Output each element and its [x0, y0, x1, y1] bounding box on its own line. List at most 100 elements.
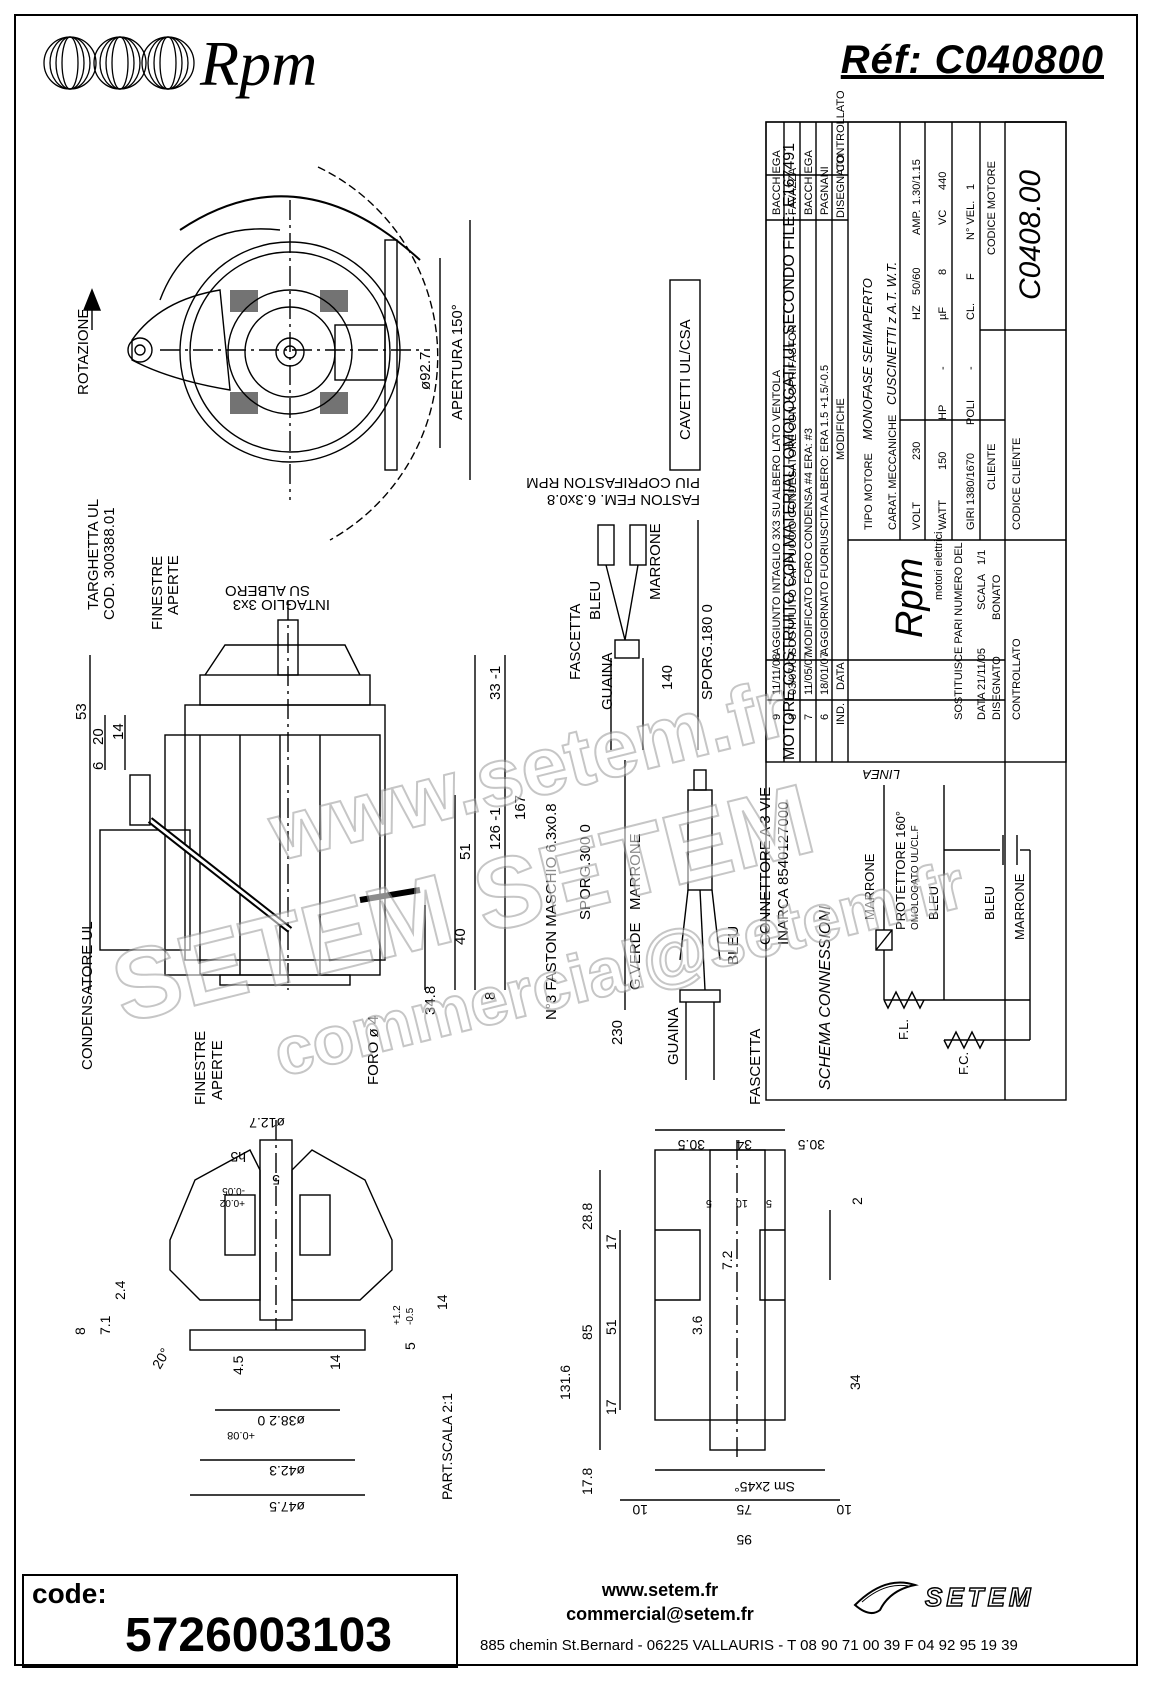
side-dim-8: 40: [452, 928, 469, 945]
spec-poli: -: [965, 366, 977, 370]
side-dim-2: 14: [110, 723, 127, 740]
schema-linea: LINEA: [862, 767, 900, 782]
setem-swoosh-icon: [853, 1581, 919, 1615]
side-dim-4: 33 -1: [487, 666, 504, 700]
codice-motore-label: CODICE MOTORE: [986, 161, 998, 255]
rev-1-by: FAVAZZA: [787, 167, 799, 215]
spec-hp: -: [937, 366, 949, 370]
rev-1-text: SOSTITUITO CAPPUCCIO CONDESATORE CON COP…: [787, 324, 799, 655]
motor-front-view: [82, 166, 471, 541]
cable-top-4: 140: [659, 665, 676, 690]
dr-7: 5: [766, 1197, 772, 1209]
spec-volt: 230: [911, 442, 923, 460]
dl-14: 5: [402, 1342, 418, 1350]
schema-protector: PROTETTORE 160°: [893, 811, 908, 930]
side-dim-6: 167: [512, 795, 529, 820]
reference-number: Réf: C040800: [840, 38, 1104, 82]
email-link[interactable]: commercial@setem.fr: [566, 1604, 754, 1624]
side-label-1: COD. 300388.01: [101, 507, 118, 620]
cable-top-2: FASCETTA: [567, 604, 584, 680]
cable-top-3: GUAINA: [599, 652, 616, 710]
spec-uf: 8: [937, 269, 949, 275]
dr-4: 28.8: [579, 1203, 595, 1230]
dr-15: 34: [847, 1374, 863, 1390]
spec-giri-label: GIRI: [965, 507, 977, 530]
rev-0-by: BACCHIEGA: [771, 150, 783, 215]
rev-header-ind: IND.: [835, 703, 847, 725]
spec-amp: 1.30/1.15: [911, 159, 923, 205]
spec-cl: F: [965, 273, 977, 280]
dr-3: 2: [849, 1197, 865, 1205]
dl-13: -0.5: [405, 1307, 416, 1325]
codice-cliente-label: CODICE CLIENTE: [1011, 438, 1023, 530]
dr-16: 17.8: [579, 1468, 595, 1495]
side-dim-5: 126 -1: [487, 807, 504, 850]
dl-8: 20°: [149, 1345, 173, 1371]
cable-bottom-8: GUAINA: [665, 1007, 682, 1065]
cavetti-label: CAVETTI UL/CSA: [677, 319, 694, 440]
schema-protector-sub: OMOLOGATO UL/CL.F: [910, 825, 921, 930]
motor-side-view: [89, 600, 506, 990]
title-block: [765, 121, 1067, 1101]
dl-2: 5: [272, 1172, 280, 1188]
dl-5: 2.4: [112, 1280, 128, 1300]
carat-label: CARAT. MECCANICHE: [887, 415, 899, 530]
spec-hz: 50/60: [911, 267, 923, 295]
rev-3-by: PAGNANI: [819, 166, 831, 215]
dr-6: 10: [736, 1197, 748, 1209]
cable-bottom-1: SPORG.300 0: [577, 824, 594, 920]
side-label-9: FORO ø 4: [365, 1016, 382, 1085]
codice-motore: C0408.00: [1014, 170, 1047, 300]
scale-note: PART.SCALA 2:1: [439, 1393, 455, 1500]
side-label-4: INTAGLIO 3x3: [233, 596, 330, 613]
schema-wire-3: MARRONE: [1012, 873, 1027, 940]
cable-assembly-top: [597, 279, 701, 750]
drawing-frame: [14, 14, 1138, 1666]
coprifaston-label: PIU COPRIFASTON RPM: [526, 474, 700, 491]
dl-1: h5: [230, 1149, 246, 1165]
brand-name: Rpm: [200, 28, 318, 99]
data: 21/11/05: [976, 648, 988, 690]
company-address: 885 chemin St.Bernard - 06225 VALLAURIS …: [480, 1637, 1018, 1654]
rev-header-data: DATA: [835, 662, 847, 690]
rev-0-n: 9: [771, 714, 783, 720]
schema-wire-0: MARRONE: [862, 853, 877, 920]
scala-label: SCALA: [976, 573, 988, 610]
dr-1: 34: [736, 1137, 752, 1153]
cable-bottom-4: BLEU: [725, 926, 742, 965]
cable-bottom-7: 230: [609, 1020, 626, 1045]
cliente-label: CLIENTE: [986, 444, 998, 490]
dl-12: +1.2: [392, 1305, 403, 1325]
dr-21: 95: [736, 1532, 752, 1548]
side-label-5: SU ALBERO: [225, 582, 310, 599]
side-dim-9: 34.8: [422, 986, 439, 1015]
spec-hp-label: HP: [937, 405, 949, 420]
side-dim-1: 20: [90, 728, 107, 745]
tipo-motore: MONOFASE SEMIAPERTO: [860, 278, 875, 440]
dl-17: ø42.3: [269, 1463, 305, 1479]
rev-0-date: 11/11/08: [771, 654, 783, 695]
rev-1-date: 03/07/07: [787, 652, 799, 695]
dl-6: 7.1: [97, 1315, 113, 1335]
disegnato-label: DISEGNATO: [991, 656, 1003, 720]
rev-header-modifiche: MODIFICHE: [835, 398, 847, 460]
dr-18: 10: [632, 1502, 648, 1518]
cable-bottom-0: N°3 FASTON MASCHIO 6.3x0.8: [543, 803, 560, 1020]
spec-vel: 1: [965, 184, 977, 190]
dl-15: ø38.2 0: [257, 1413, 305, 1429]
dr-12: 51: [603, 1319, 619, 1335]
schema-wire-2: BLEU: [982, 886, 997, 920]
dr-8: 17: [603, 1234, 619, 1250]
tb-brand: Rpm: [889, 558, 931, 638]
spec-watt: 150: [937, 452, 949, 470]
side-dim-0: 53: [73, 703, 90, 720]
code-label: code:: [32, 1578, 107, 1609]
dl-3: -0.05: [222, 1185, 245, 1196]
website-link[interactable]: www.setem.fr: [601, 1580, 719, 1600]
rev-3-text: AGGIORNATO FUORIUSCITA ALBERO: ERA 1.5 +…: [819, 365, 831, 655]
carat: CUSCINETTI z A.T. W.T.: [884, 262, 899, 405]
rotation-label: ROTAZIONE: [75, 309, 92, 395]
dl-0: ø12.7: [249, 1115, 285, 1131]
controllato-label: CONTROLLATO: [1011, 638, 1023, 720]
dr-14: 17: [603, 1399, 619, 1415]
